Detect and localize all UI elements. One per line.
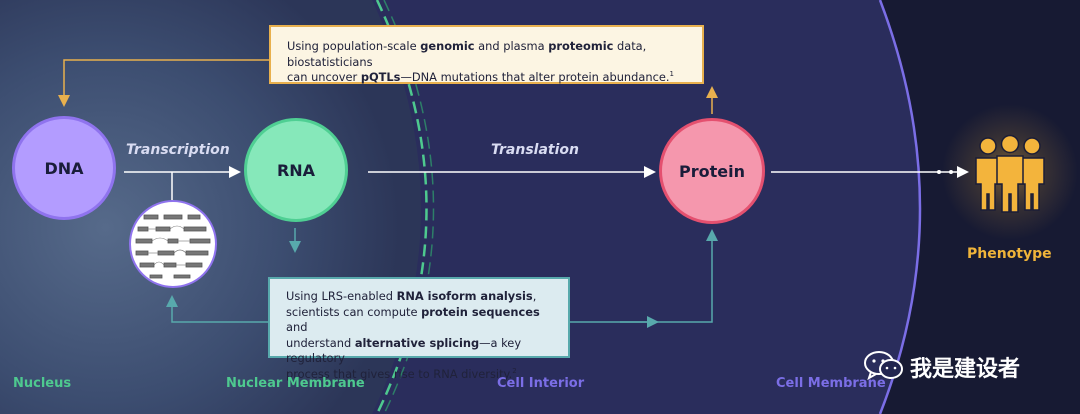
text: can uncover <box>287 70 361 84</box>
region-cell-interior-label: Cell Interior <box>497 376 585 391</box>
region-nucleus-label: Nucleus <box>13 376 72 391</box>
isoform-info-box: Using LRS-enabled RNA isoform analysis, … <box>268 277 570 381</box>
isoform-line-4: process that gives rise to RNA diversity… <box>286 367 560 383</box>
bold-proteomic: proteomic <box>548 39 614 53</box>
text: —a key regulatory <box>286 335 522 366</box>
footnote-1: 1 <box>669 70 674 79</box>
isoform-line-3: understand alternative splicing—a key re… <box>286 336 560 367</box>
text: and plasma <box>474 39 549 53</box>
text: process that gives rise to RNA diversity… <box>286 366 513 381</box>
watermark-text: 我是建设者 <box>910 357 1021 382</box>
pqtl-line-2: can uncover pQTLs—DNA mutations that alt… <box>287 70 692 86</box>
pqtl-info-box: Using population-scale genomic and plasm… <box>269 25 704 84</box>
phenotype-label: Phenotype <box>967 246 1052 262</box>
isoform-line-1: Using LRS-enabled RNA isoform analysis, <box>286 289 560 305</box>
dna-node: DNA <box>12 116 116 220</box>
footnote-2: 2 <box>512 366 517 375</box>
bold-protein-sequences: protein sequences <box>421 304 540 319</box>
transcription-label: Transcription <box>126 142 230 158</box>
text: and <box>286 320 308 334</box>
gold-arrow-to-dna <box>58 59 269 107</box>
bold-rna-isoform: RNA isoform analysis <box>396 289 533 303</box>
text: Using LRS-enabled <box>286 289 397 303</box>
dna-label: DNA <box>44 158 84 178</box>
text: Using population-scale <box>287 39 421 53</box>
rna-label: RNA <box>276 160 316 180</box>
wechat-icon <box>864 351 903 381</box>
text: understand <box>286 335 355 350</box>
bold-pqtls: pQTLs <box>360 70 401 84</box>
protein-node: Protein <box>659 118 765 224</box>
phenotype-dot-2 <box>949 170 953 174</box>
text: scientists can compute <box>286 304 422 319</box>
text: —DNA mutations that alter protein abunda… <box>400 70 670 84</box>
phenotype-dot-1 <box>937 170 941 174</box>
region-nuclear-membrane-label: Nuclear Membrane <box>226 376 365 391</box>
cell-membrane-line <box>878 0 922 414</box>
rna-node: RNA <box>244 118 348 222</box>
teal-to-protein <box>570 229 718 323</box>
text: data, biostatisticians <box>287 39 647 69</box>
isoform-line-2: scientists can compute protein sequences… <box>286 305 560 336</box>
region-cell-membrane-label: Cell Membrane <box>776 376 886 391</box>
alternative-splicing-diagram-icon <box>129 200 217 288</box>
bold-genomic: genomic <box>420 39 475 53</box>
translation-label: Translation <box>491 142 579 158</box>
pqtl-line-1: Using population-scale genomic and plasm… <box>287 39 692 70</box>
text: , <box>532 289 537 303</box>
bold-alternative-splicing: alternative splicing <box>354 335 480 350</box>
teal-to-splice <box>166 295 268 323</box>
protein-label: Protein <box>679 161 745 181</box>
people-group-icon <box>975 134 1045 213</box>
